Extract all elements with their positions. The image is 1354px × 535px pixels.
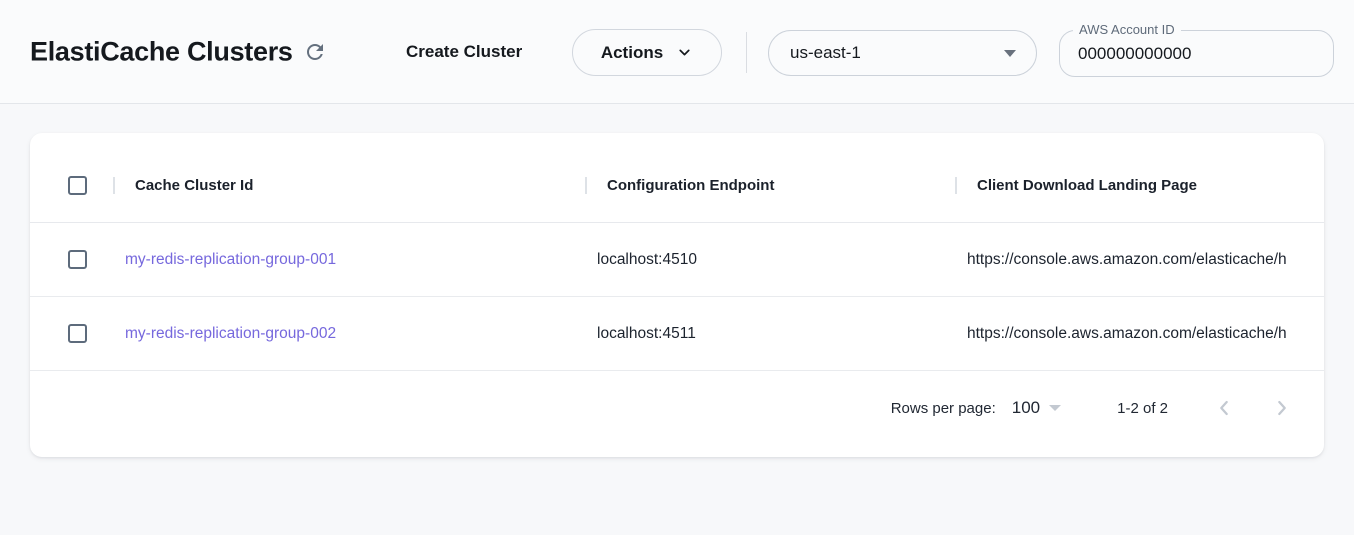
page-title: ElastiCache Clusters: [30, 36, 293, 67]
pagination-range-label: 1-2 of 2: [1117, 400, 1168, 417]
cluster-id-link[interactable]: my-redis-replication-group-002: [125, 325, 336, 342]
previous-page-button[interactable]: [1210, 394, 1238, 422]
top-bar: ElastiCache Clusters Create Cluster Acti…: [0, 0, 1354, 104]
chevron-down-icon: [676, 44, 693, 61]
configuration-endpoint-cell: localhost:4510: [585, 251, 955, 269]
cluster-id-link[interactable]: my-redis-replication-group-001: [125, 251, 336, 268]
column-header-client-download-landing-page[interactable]: Client Download Landing Page: [955, 177, 1324, 194]
region-select-value: us-east-1: [790, 43, 861, 63]
client-download-landing-page-cell: https://console.aws.amazon.com/elasticac…: [955, 325, 1324, 343]
dropdown-caret-icon: [1004, 50, 1016, 57]
table-row: my-redis-replication-group-002 localhost…: [30, 297, 1324, 371]
client-download-landing-page-cell: https://console.aws.amazon.com/elasticac…: [955, 251, 1324, 269]
toolbar-divider: [746, 32, 747, 73]
refresh-button[interactable]: [301, 38, 329, 66]
rows-per-page-value: 100: [1012, 398, 1040, 418]
dropdown-caret-icon: [1049, 405, 1061, 411]
next-page-button[interactable]: [1268, 394, 1296, 422]
row-checkbox[interactable]: [68, 250, 87, 269]
configuration-endpoint-cell: localhost:4511: [585, 325, 955, 343]
column-header-configuration-endpoint[interactable]: Configuration Endpoint: [585, 177, 955, 194]
region-select[interactable]: us-east-1: [768, 30, 1037, 76]
select-all-checkbox[interactable]: [68, 176, 87, 195]
table-pagination: Rows per page: 100 1-2 of 2: [30, 371, 1324, 457]
chevron-left-icon: [1211, 395, 1237, 421]
actions-button-label: Actions: [601, 43, 663, 63]
create-cluster-button[interactable]: Create Cluster: [406, 42, 522, 62]
actions-button[interactable]: Actions: [572, 29, 722, 76]
chevron-right-icon: [1269, 395, 1295, 421]
rows-per-page-label: Rows per page:: [891, 400, 996, 417]
column-header-cache-cluster-id[interactable]: Cache Cluster Id: [113, 177, 585, 194]
row-checkbox[interactable]: [68, 324, 87, 343]
aws-account-id-input[interactable]: [1060, 31, 1333, 76]
table-row: my-redis-replication-group-001 localhost…: [30, 223, 1324, 297]
aws-account-id-field: AWS Account ID: [1059, 30, 1334, 77]
table-header-row: Cache Cluster Id Configuration Endpoint …: [30, 149, 1324, 223]
row-checkbox-cell: [30, 324, 113, 343]
aws-account-id-label: AWS Account ID: [1073, 22, 1181, 37]
clusters-table-card: Cache Cluster Id Configuration Endpoint …: [30, 133, 1324, 457]
refresh-icon: [303, 40, 327, 64]
row-checkbox-cell: [30, 250, 113, 269]
header-checkbox-cell: [30, 176, 113, 195]
rows-per-page-select[interactable]: 100: [1012, 398, 1061, 418]
